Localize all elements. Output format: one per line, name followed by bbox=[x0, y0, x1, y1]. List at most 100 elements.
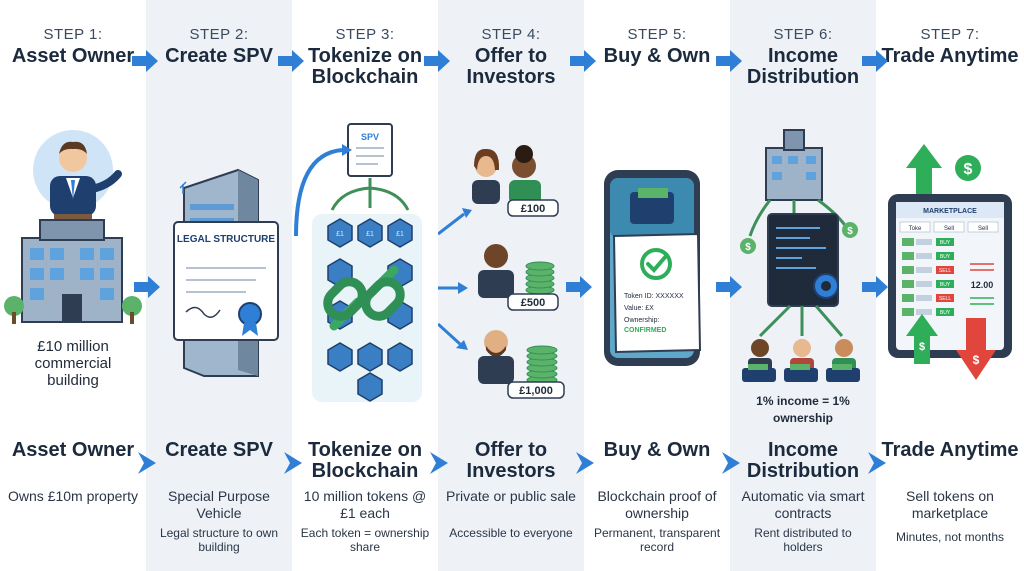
step-7-description: Sell tokens on marketplace bbox=[906, 488, 994, 521]
step-7-title: Trade Anytime bbox=[881, 45, 1019, 67]
step-6-number: STEP 6: bbox=[773, 26, 833, 43]
step-4-title: Offer to Investors bbox=[466, 45, 556, 88]
investors-illustration: £100 £500 £1,000 bbox=[438, 145, 565, 399]
step-3-description: 10 million tokens @ £1 each bbox=[303, 488, 427, 521]
investor-2: £500 bbox=[478, 244, 559, 311]
asset-owner-illustration bbox=[4, 130, 142, 324]
step-2-bottom-title: Create SPV bbox=[165, 439, 273, 461]
amount-100: £100 bbox=[521, 203, 545, 215]
up-arrow-icon bbox=[906, 144, 942, 202]
seal-icon bbox=[238, 302, 262, 326]
step-5-column: STEP 5: Buy & Own Token ID: XXXXXX Value… bbox=[584, 0, 730, 571]
arrow-right-icon bbox=[134, 276, 160, 298]
value-text: Value: £X bbox=[624, 305, 654, 312]
svg-text:£1: £1 bbox=[366, 231, 374, 238]
step-5-bottom-title: Buy & Own bbox=[603, 439, 711, 461]
step-1-number: STEP 1: bbox=[43, 26, 103, 43]
svg-text:Sell: Sell bbox=[978, 226, 988, 232]
svg-text:Toke: Toke bbox=[909, 226, 922, 232]
svg-text:Sell: Sell bbox=[944, 226, 954, 232]
step-5-title: Buy & Own bbox=[603, 45, 711, 67]
svg-text:$: $ bbox=[745, 242, 751, 253]
step-7-bottom-title: Trade Anytime bbox=[881, 439, 1019, 461]
amount-500: £500 bbox=[521, 297, 545, 309]
step-4-note: Accessible to everyone bbox=[449, 526, 573, 540]
arrow-right-icon bbox=[566, 276, 592, 298]
ownership-text: Ownership: bbox=[624, 317, 659, 324]
token-labels: £1 £1 £1 bbox=[336, 231, 404, 238]
income-illustration: $ $ bbox=[740, 129, 860, 382]
arrow-right-icon bbox=[132, 50, 158, 72]
chevron-right-icon bbox=[138, 452, 156, 474]
svg-text:$: $ bbox=[964, 161, 973, 178]
step-5-description: Blockchain proof of ownership bbox=[597, 488, 717, 521]
receipt-card bbox=[612, 232, 702, 354]
tokenize-illustration: SPV £1 £1 bbox=[294, 123, 422, 402]
arrow-right-icon bbox=[424, 50, 450, 72]
chevron-right-icon bbox=[868, 452, 886, 474]
step-3-bottom-title: Tokenize on Blockchain bbox=[307, 439, 423, 482]
dollar-coin-icon bbox=[955, 155, 981, 181]
step-6-column: STEP 6: Income Distribution $ $ 1% inco bbox=[730, 0, 876, 571]
wallet-icon bbox=[630, 192, 674, 224]
step-2-title: Create SPV bbox=[165, 45, 273, 67]
spv-illustration: LEGAL STRUCTURE bbox=[173, 168, 279, 377]
owner-head bbox=[59, 144, 87, 172]
buy-own-illustration: Token ID: XXXXXX Value: £X Ownership: CO… bbox=[604, 170, 702, 366]
step-1-column: STEP 1: Asset Owner £10 million commerci… bbox=[0, 0, 146, 571]
chevron-right-icon bbox=[576, 452, 594, 474]
svg-text:SPV: SPV bbox=[361, 132, 379, 142]
price-readout: 12.00 bbox=[971, 280, 994, 290]
order-rows: BUY BUY SELL BUY SELL BUY bbox=[902, 238, 954, 316]
step-3-note: Each token = ownership share bbox=[300, 526, 430, 554]
svg-text:BUY: BUY bbox=[940, 310, 951, 316]
chevron-right-icon bbox=[284, 452, 302, 474]
step-6-title: Income Distribution bbox=[746, 45, 860, 88]
svg-text:$: $ bbox=[973, 353, 980, 367]
step-5-note: Permanent, transparent record bbox=[593, 526, 721, 554]
arrow-right-icon bbox=[862, 276, 888, 298]
step-7-column: STEP 7: Trade Anytime $ MARKETPLACE Toke… bbox=[876, 0, 1024, 571]
step-1-description: Owns £10m property bbox=[8, 488, 138, 504]
holders-group bbox=[742, 339, 860, 382]
step-4-bottom-title: Offer to Investors bbox=[466, 439, 556, 482]
arrow-right-icon bbox=[278, 50, 304, 72]
step-2-note: Legal structure to own building bbox=[159, 526, 279, 554]
step-2-number: STEP 2: bbox=[189, 26, 249, 43]
svg-text:BUY: BUY bbox=[940, 282, 951, 288]
step-6-description: Automatic via smart contracts bbox=[741, 488, 865, 521]
arrow-right-icon bbox=[716, 50, 742, 72]
step-2-description: Special Purpose Vehicle bbox=[168, 488, 270, 521]
investor-3: £1,000 bbox=[478, 330, 565, 399]
step-5-number: STEP 5: bbox=[627, 26, 687, 43]
chevron-right-icon bbox=[722, 452, 740, 474]
svg-text:$: $ bbox=[919, 341, 925, 353]
step-7-note: Minutes, not months bbox=[895, 530, 1005, 544]
trade-illustration: $ MARKETPLACE Toke Sell Sell BUY BUY SEL… bbox=[888, 144, 1012, 380]
svg-text:SELL: SELL bbox=[939, 268, 951, 274]
step-2-column: STEP 2: Create SPV LEGAL STRUCTURE Creat… bbox=[146, 0, 292, 571]
income-caption: 1% income = 1% ownership bbox=[756, 394, 850, 425]
svg-text:SELL: SELL bbox=[939, 296, 951, 302]
step-6-bottom-title: Income Distribution bbox=[746, 439, 860, 482]
step-4-column: STEP 4: Offer to Investors £100 £500 bbox=[438, 0, 584, 571]
svg-text:$: $ bbox=[847, 226, 853, 237]
step-3-number: STEP 3: bbox=[335, 26, 395, 43]
svg-text:BUY: BUY bbox=[940, 240, 951, 246]
token-id-text: Token ID: XXXXXX bbox=[624, 293, 684, 300]
step-1-title: Asset Owner bbox=[11, 45, 135, 67]
arrow-right-icon bbox=[716, 276, 742, 298]
step-4-number: STEP 4: bbox=[481, 26, 541, 43]
step-3-column: STEP 3: Tokenize on Blockchain SPV bbox=[292, 0, 438, 571]
arrow-right-icon bbox=[862, 50, 888, 72]
building-caption: £10 million commercial building bbox=[34, 338, 112, 389]
svg-text:BUY: BUY bbox=[940, 254, 951, 260]
confirmed-text: CONFIRMED bbox=[624, 327, 666, 334]
step-4-description: Private or public sale bbox=[446, 488, 576, 504]
svg-text:£1: £1 bbox=[396, 231, 404, 238]
down-arrow-icon bbox=[956, 318, 996, 380]
step-3-title: Tokenize on Blockchain bbox=[307, 45, 423, 88]
svg-text:£1: £1 bbox=[336, 231, 344, 238]
investor-group-1: £100 bbox=[472, 145, 559, 217]
